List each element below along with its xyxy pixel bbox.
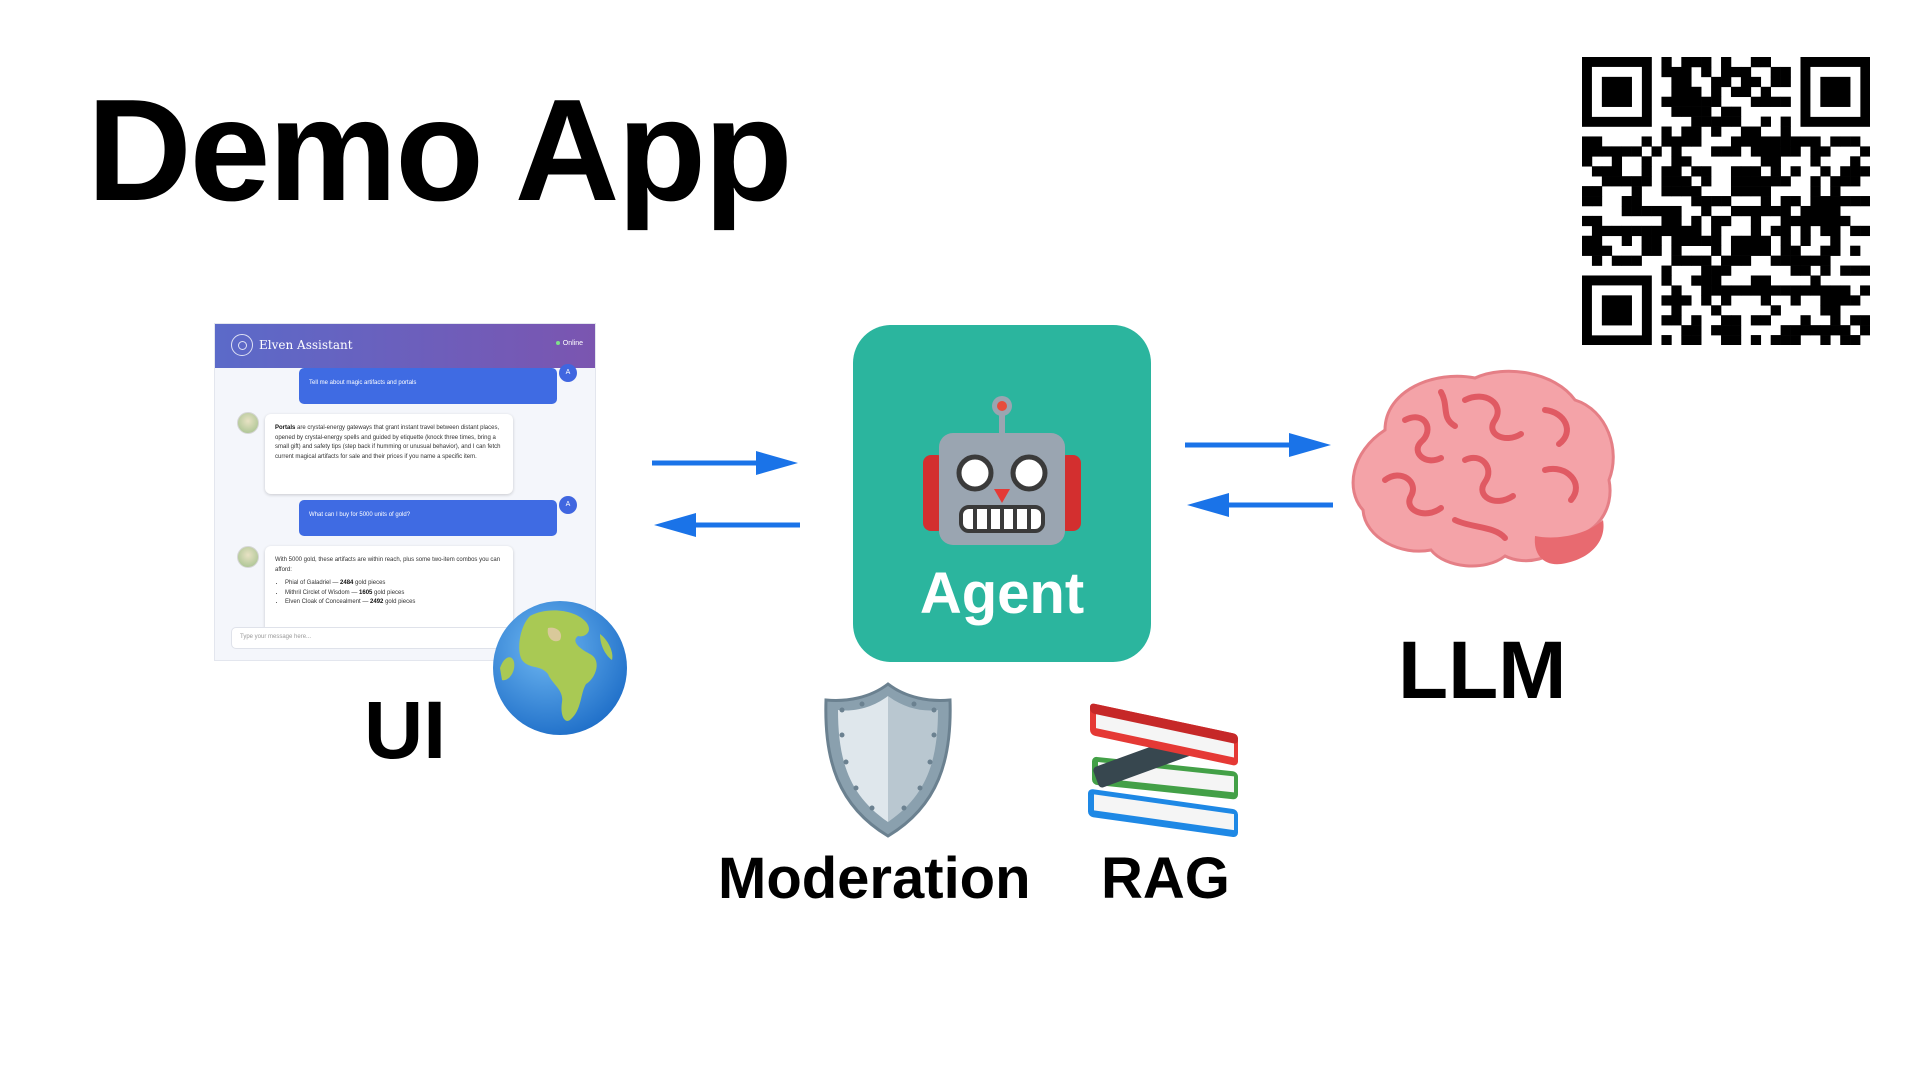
user-message: Tell me about magic artifacts and portal… — [299, 368, 557, 404]
list-item: Mithril Circlet of Wisdom — 1605 gold pi… — [285, 589, 503, 599]
chat-status: Online — [555, 340, 583, 347]
chat-header: Elven Assistant Online — [215, 324, 595, 368]
moderation-label: Moderation — [718, 846, 1031, 911]
brain-icon — [1351, 369, 1615, 568]
arrow-agent-to-ui — [654, 513, 800, 537]
message-text: With 5000 gold, these artifacts are with… — [275, 557, 501, 573]
arrow-llm-to-agent — [1187, 493, 1333, 517]
assistant-avatar-icon — [237, 546, 259, 568]
rag-label: RAG — [1101, 846, 1230, 911]
assistant-avatar-icon — [237, 412, 259, 434]
user-avatar-icon: A — [559, 364, 577, 382]
chat-status-text: Online — [562, 340, 583, 347]
chat-logo-icon — [231, 334, 253, 356]
message-bold-term: Portals — [275, 425, 296, 431]
user-avatar-icon: A — [559, 496, 577, 514]
shield-icon — [824, 682, 952, 838]
list-item: Elven Cloak of Concealment — 2492 gold p… — [285, 598, 503, 608]
user-message: What can I buy for 5000 units of gold? — [299, 500, 557, 536]
llm-label: LLM — [1398, 625, 1567, 716]
assistant-message: With 5000 gold, these artifacts are with… — [265, 546, 513, 636]
chat-message-input[interactable]: Type your message here... — [231, 627, 531, 649]
assistant-message: Portals are crystal-energy gateways that… — [265, 414, 513, 494]
chat-ui-screenshot: Elven Assistant Online A Tell me about m… — [214, 323, 596, 661]
page-title: Demo App — [87, 69, 793, 231]
chat-app-name: Elven Assistant — [259, 338, 353, 352]
arrow-agent-to-llm — [1185, 433, 1331, 457]
agent-label: Agent — [919, 561, 1085, 626]
agent-box: Agent — [853, 325, 1151, 662]
message-text: are crystal-energy gateways that grant i… — [275, 425, 501, 460]
globe-icon — [493, 601, 627, 735]
arrow-ui-to-agent — [652, 451, 798, 475]
robot-icon — [923, 396, 1081, 545]
list-item: Phial of Galadriel — 2484 gold pieces — [285, 579, 503, 589]
ui-label: UI — [364, 685, 446, 776]
books-icon — [1088, 703, 1238, 837]
qr-code — [1582, 57, 1870, 345]
